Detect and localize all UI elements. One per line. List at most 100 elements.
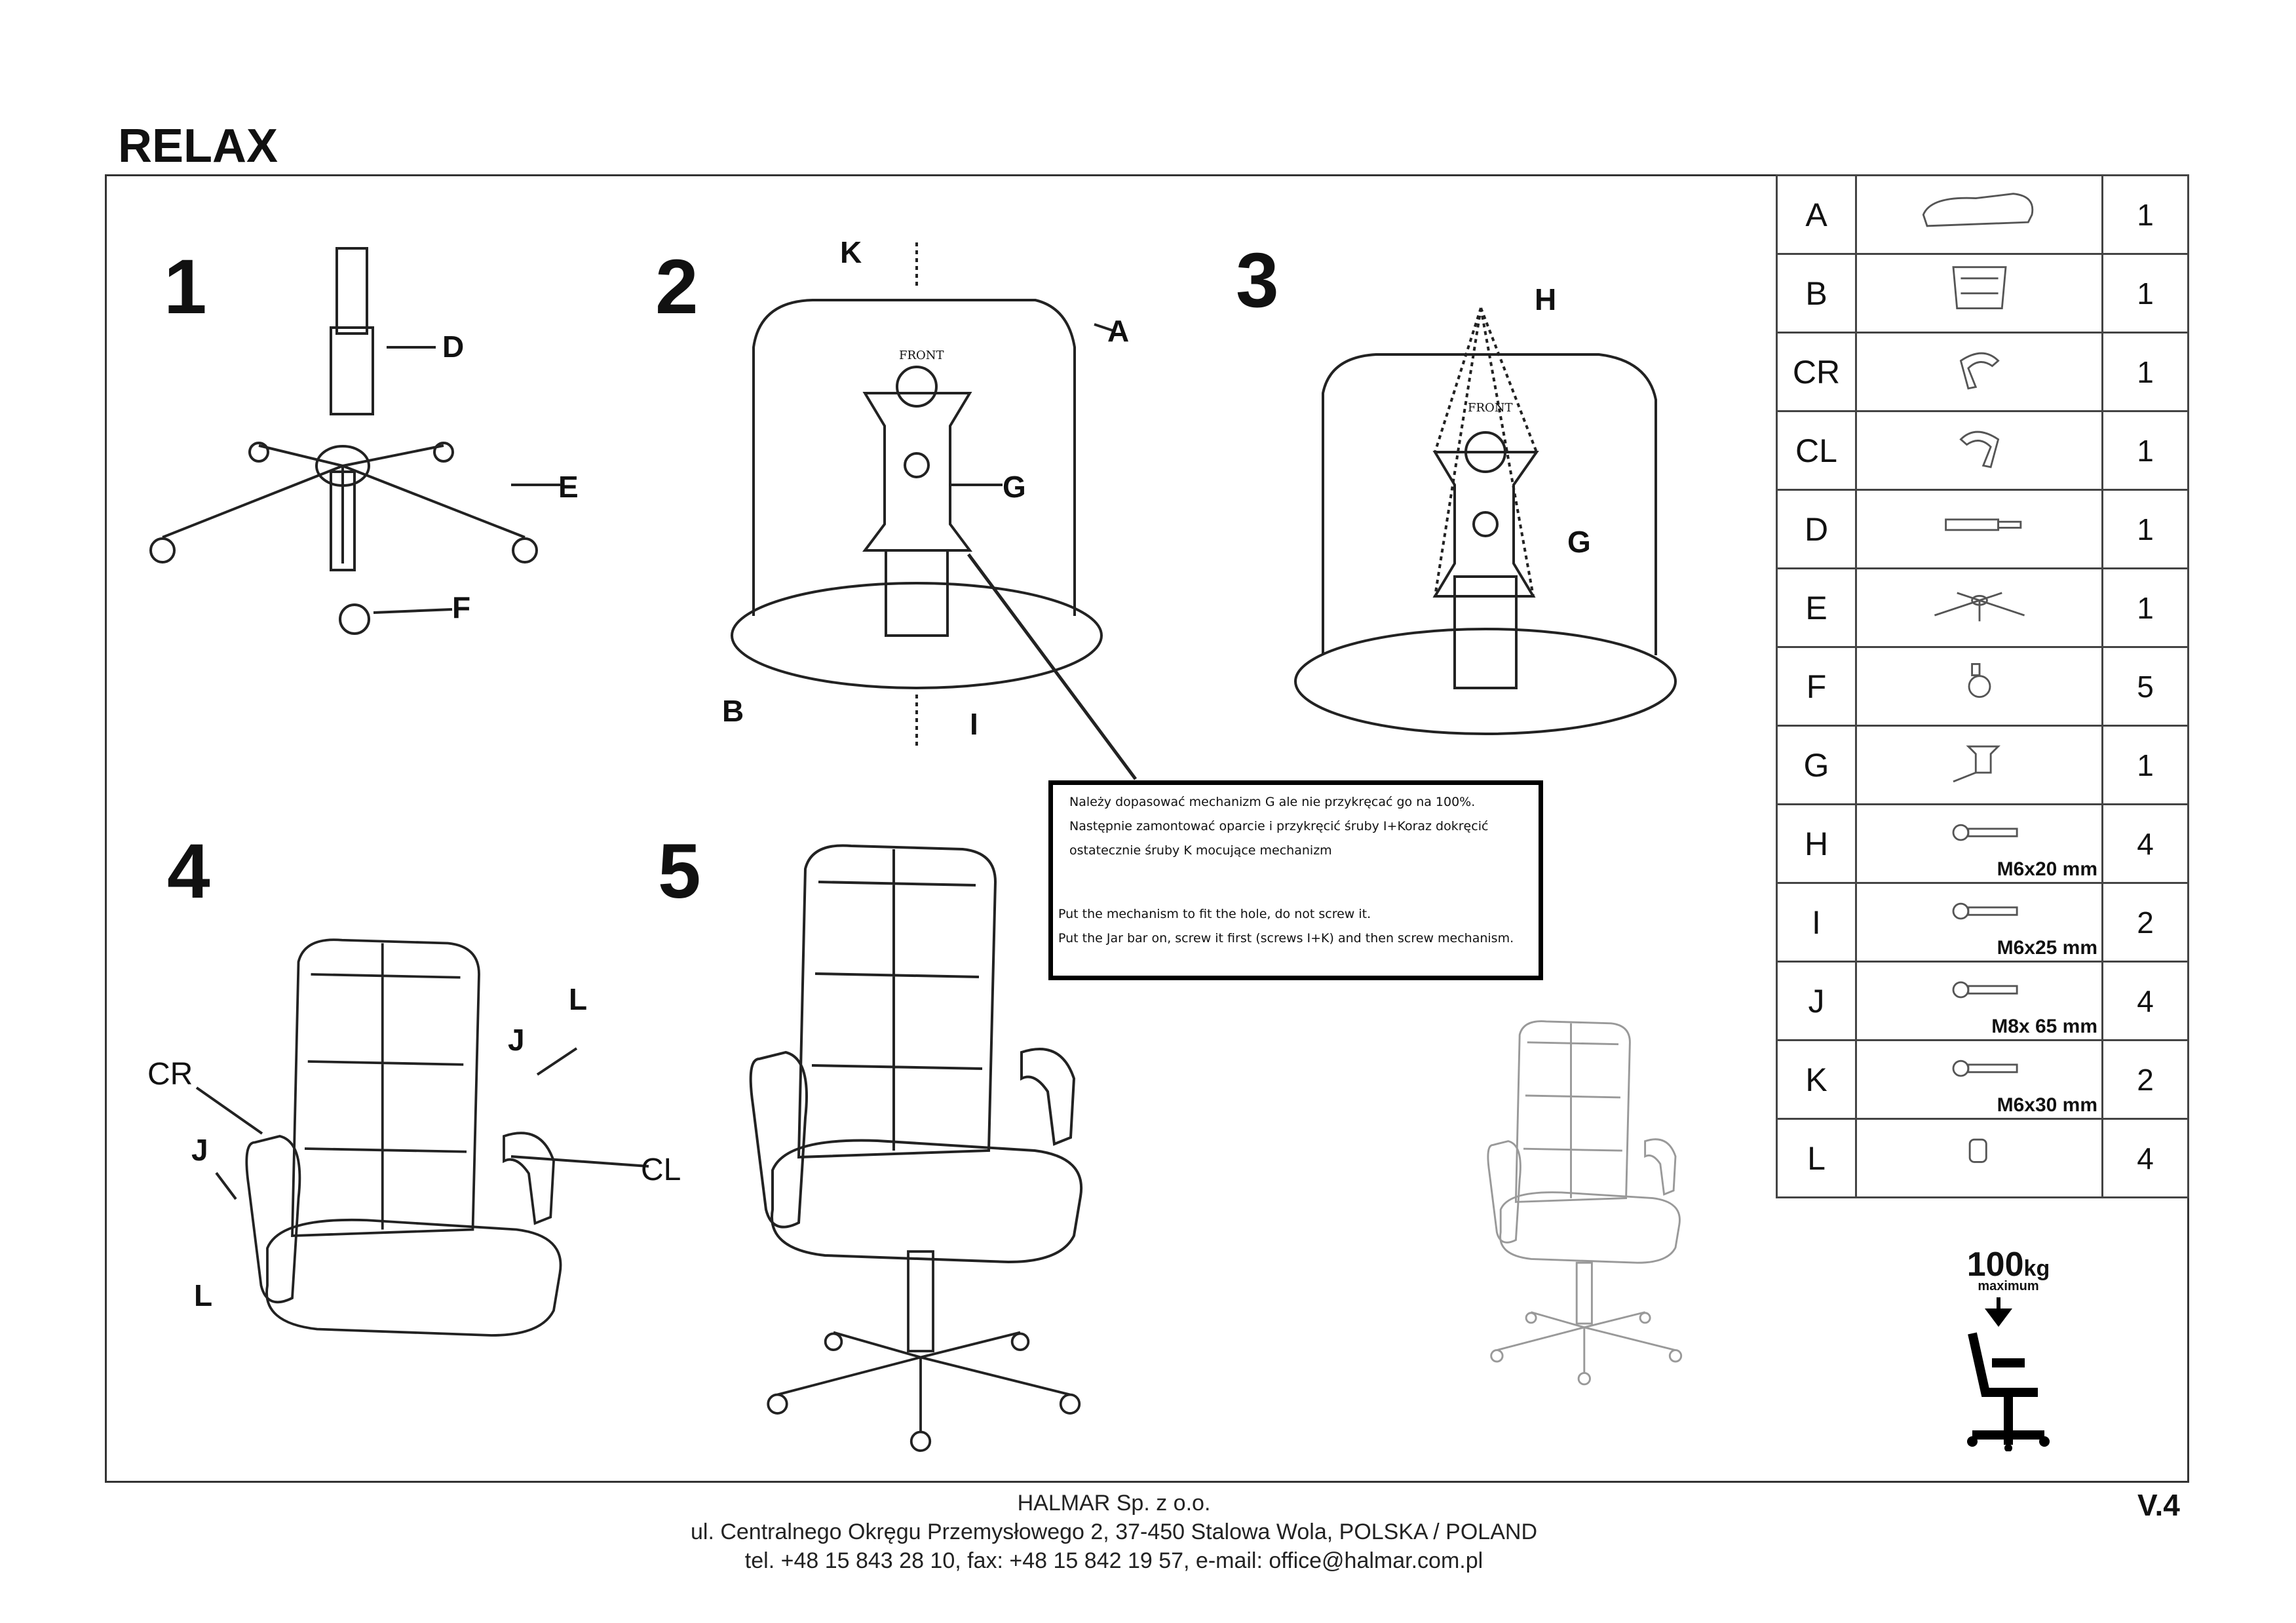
part-image-cell (1855, 410, 2103, 491)
part-quantity: 1 (2101, 489, 2189, 569)
armrest-right-icon (1959, 352, 2000, 390)
part-image-cell (1855, 489, 2103, 569)
step2-drawing (731, 242, 1138, 780)
part-label: I (970, 707, 978, 741)
caster-icon (1968, 662, 1991, 698)
chair-weight-icon (1967, 1297, 2050, 1452)
part-label: D (442, 330, 465, 364)
max-load-unit: kg (2023, 1256, 2050, 1281)
part-letter: L (1776, 1118, 1857, 1198)
max-load-caption: maximum (1978, 1279, 2039, 1293)
part-letter: E (1776, 567, 1857, 648)
star-base-icon (1934, 592, 2025, 621)
product-title: RELAX (118, 120, 278, 172)
step5-drawing (749, 844, 1083, 1263)
part-letter: H (1776, 803, 1857, 884)
step-number: 4 (167, 828, 210, 915)
note-line-pl: Następnie zamontować oparcie i przykręci… (1069, 819, 1489, 833)
assembly-note: Należy dopasować mechanizm G ale nie prz… (1048, 780, 1543, 980)
part-label: H (1535, 282, 1557, 316)
front-marker: FRONT (899, 349, 944, 362)
backrest-icon (1951, 265, 2007, 309)
instruction-frame (105, 174, 2189, 1483)
part-letter: G (1776, 725, 1857, 805)
footer-company: HALMAR Sp. z o.o. (1017, 1491, 1211, 1516)
part-label: CR (147, 1057, 193, 1092)
part-letter: I (1776, 882, 1857, 963)
part-quantity: 1 (2101, 174, 2189, 255)
part-letter: A (1776, 174, 1857, 255)
part-image-cell: M8x 65 mm (1855, 961, 2103, 1041)
part-quantity: 2 (2101, 882, 2189, 963)
note-line-pl: Należy dopasować mechanizm G ale nie prz… (1069, 795, 1476, 809)
part-image-cell: M6x25 mm (1855, 882, 2103, 963)
part-quantity: 2 (2101, 1039, 2189, 1120)
part-label: K (840, 235, 862, 269)
cap-icon (1968, 1138, 1987, 1163)
bolt-icon (1952, 981, 2018, 998)
part-quantity: 4 (2101, 1118, 2189, 1198)
part-letter: D (1776, 489, 1857, 569)
bolt-icon (1952, 902, 2018, 919)
bolt-icon (1952, 824, 2018, 841)
part-label: J (508, 1023, 525, 1057)
part-quantity: 1 (2101, 332, 2189, 412)
part-letter: CL (1776, 410, 1857, 491)
front-marker: FRONT (1468, 401, 1513, 415)
note-line-pl: ostatecznie śruby K mocujące mechanizm (1069, 843, 1332, 858)
footer-contact: tel. +48 15 843 28 10, fax: +48 15 842 1… (744, 1548, 1483, 1573)
step4-leader-lines (195, 1047, 649, 1200)
part-image-cell (1855, 725, 2103, 805)
part-image-cell (1855, 567, 2103, 648)
part-label: E (558, 470, 579, 504)
max-load-value: 100 (1966, 1246, 2024, 1284)
part-quantity: 4 (2101, 803, 2189, 884)
part-image-cell (1855, 332, 2103, 412)
part-label: L (194, 1278, 213, 1312)
finished-chair-drawing (1487, 1020, 1683, 1386)
part-image-cell (1855, 1118, 2103, 1198)
step-number: 3 (1236, 237, 1279, 324)
step-number: 5 (658, 828, 701, 915)
gas-lift-icon (1944, 518, 2021, 531)
part-letter: B (1776, 253, 1857, 334)
mechanism-icon (1952, 745, 2000, 782)
part-size: M6x25 mm (1997, 937, 2097, 959)
part-quantity: 1 (2101, 725, 2189, 805)
bolt-icon (1952, 1060, 2018, 1077)
note-line-en: Put the Jar bar on, screw it first (scre… (1058, 931, 1514, 945)
part-size: M6x20 mm (1997, 858, 2097, 880)
part-image-cell: M6x20 mm (1855, 803, 2103, 884)
part-label: F (452, 590, 471, 624)
step1-drawing (149, 247, 560, 635)
part-label: G (1003, 470, 1026, 504)
max-load-badge: 100kg maximum (1959, 1245, 2057, 1455)
part-label: A (1107, 314, 1130, 348)
footer-address: ul. Centralnego Okręgu Przemysłowego 2, … (690, 1519, 1538, 1544)
step-number: 1 (164, 244, 207, 330)
footer: HALMAR Sp. z o.o. ul. Centralnego Okręgu… (590, 1489, 1638, 1575)
part-image-cell: M6x30 mm (1855, 1039, 2103, 1120)
part-quantity: 5 (2101, 646, 2189, 727)
step3-drawing (1294, 307, 1677, 735)
part-letter: J (1776, 961, 1857, 1041)
part-quantity: 1 (2101, 253, 2189, 334)
version-label: V.4 (2137, 1488, 2180, 1522)
part-image-cell (1855, 174, 2103, 255)
seat-icon (1922, 192, 2033, 227)
part-image-cell (1855, 646, 2103, 727)
part-quantity: 4 (2101, 961, 2189, 1041)
part-size: M8x 65 mm (1991, 1016, 2097, 1037)
